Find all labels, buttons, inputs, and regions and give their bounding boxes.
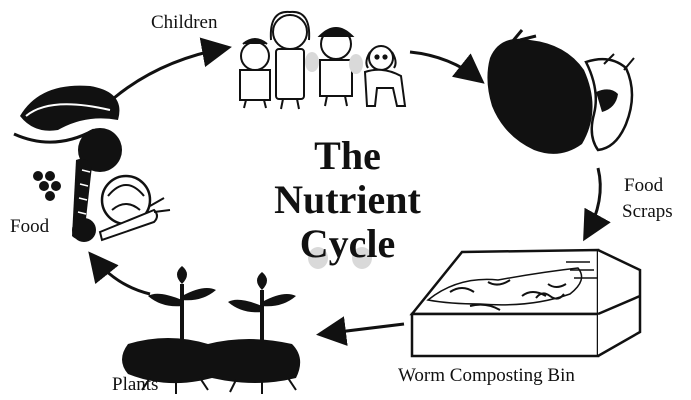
children-icon bbox=[240, 12, 405, 109]
plants-label: Plants bbox=[112, 374, 158, 396]
title-line-1: The bbox=[250, 134, 445, 178]
children-label: Children bbox=[151, 12, 218, 34]
worm-bin-label: Worm Composting Bin bbox=[398, 365, 575, 387]
title-line-3: Cycle bbox=[250, 222, 445, 266]
title-line-2: Nutrient bbox=[250, 178, 445, 222]
food-scraps-icon bbox=[487, 30, 634, 154]
diagram-title: The Nutrient Cycle bbox=[250, 134, 445, 266]
worm-bin-icon bbox=[412, 250, 640, 356]
food-scraps-label-line-1: Food bbox=[624, 175, 663, 197]
food-label: Food bbox=[10, 216, 49, 238]
food-scraps-label-line-2: Scraps bbox=[622, 201, 673, 223]
